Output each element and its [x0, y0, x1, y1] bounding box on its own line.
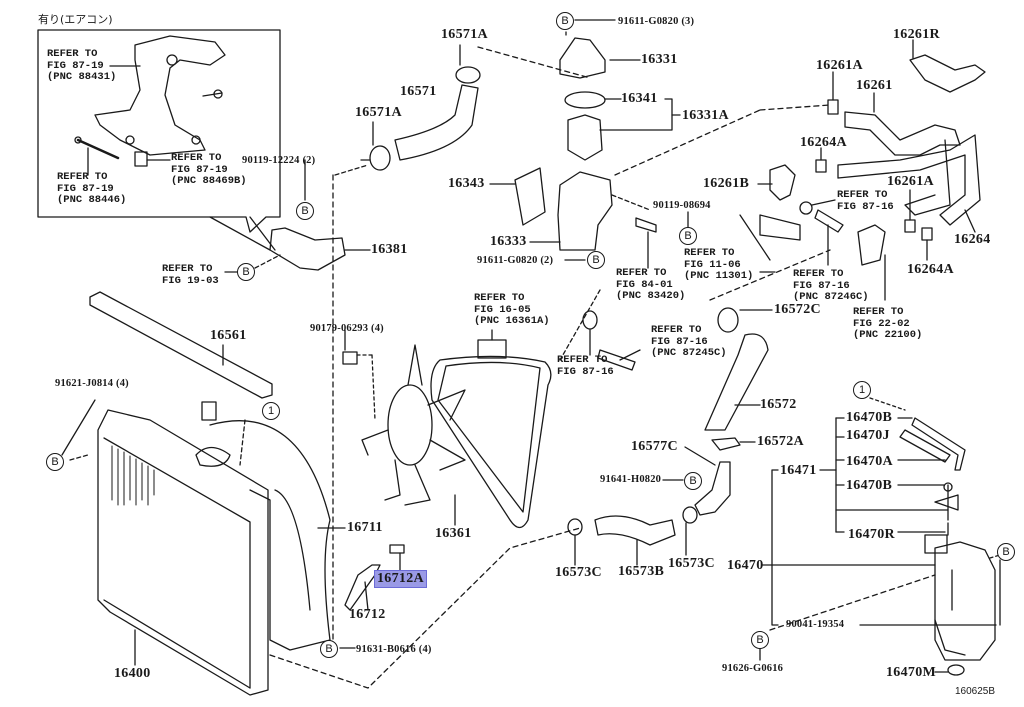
part-label-16381[interactable]: 16381 — [371, 242, 408, 257]
ref-label-fig-19-03[interactable]: REFER TO FIG 19-03 — [162, 263, 219, 287]
valve-drawing — [857, 224, 886, 266]
ref-label-fig-87-16-pnc-87245c[interactable]: REFER TO FIG 87-16 (PNC 87245C) — [651, 324, 727, 359]
ref-label-fig-22-02[interactable]: REFER TO FIG 22-02 (PNC 22100) — [853, 306, 923, 341]
fan-16361-drawing — [361, 344, 466, 506]
part-label-16712A-highlighted[interactable]: 16712A — [374, 570, 427, 588]
part-label-90119-12224[interactable]: 90119-12224 (2) — [242, 155, 316, 166]
part-label-16573B[interactable]: 16573B — [618, 564, 665, 579]
part-label-16331A[interactable]: 16331A — [682, 108, 729, 123]
part-label-16470M[interactable]: 16470M — [886, 665, 937, 680]
ref-label-fig-87-16-a[interactable]: REFER TO FIG 87-16 — [837, 189, 894, 213]
part-label-91631-b0616[interactable]: 91631-B0616 (4) — [356, 644, 432, 655]
part-label-16561[interactable]: 16561 — [210, 328, 247, 343]
inset-title: 有り(エアコン) — [38, 13, 113, 26]
lower-hose-16573B-drawing — [594, 515, 676, 546]
pipe-16577C-drawing — [694, 461, 731, 516]
part-label-16573C-left[interactable]: 16573C — [555, 565, 602, 580]
part-label-90041-19354[interactable]: 90041-19354 — [786, 619, 845, 630]
part-label-90179-06293[interactable]: 90179-06293 (4) — [310, 323, 384, 334]
part-label-16400[interactable]: 16400 — [114, 666, 151, 681]
part-label-16264[interactable]: 16264 — [954, 232, 991, 247]
fan-shroud-16711-drawing — [209, 420, 346, 651]
part-label-16331[interactable]: 16331 — [641, 52, 678, 67]
part-label-90119-08694[interactable]: 90119-08694 — [653, 200, 711, 211]
part-label-16470R[interactable]: 16470R — [848, 527, 895, 542]
reservoir-16470-drawing — [924, 534, 996, 676]
bracket-16381-drawing — [269, 227, 346, 271]
part-label-16470B-mid[interactable]: 16470B — [846, 478, 893, 493]
lower-hose-16572-drawing — [704, 333, 769, 431]
ref-label-pnc-88469b[interactable]: REFER TO FIG 87-19 (PNC 88469B) — [171, 152, 247, 187]
bolt-marker-b: B — [679, 227, 697, 245]
part-label-16712[interactable]: 16712 — [349, 607, 386, 622]
part-label-16572C[interactable]: 16572C — [774, 302, 821, 317]
ref-label-pnc-88431[interactable]: REFER TO FIG 87-19 (PNC 88431) — [47, 48, 117, 83]
water-outlet-16331-drawing — [559, 37, 606, 79]
drive-belt-drawing — [430, 355, 552, 529]
connection-marker-1: 1 — [262, 402, 280, 420]
part-label-91626-g0616[interactable]: 91626-G0616 — [722, 663, 784, 674]
part-label-16573C-right[interactable]: 16573C — [668, 556, 715, 571]
part-label-16264A-top[interactable]: 16264A — [800, 135, 847, 150]
bolt-marker-b: B — [997, 543, 1015, 561]
part-label-16264A-bottom[interactable]: 16264A — [907, 262, 954, 277]
ref-label-fig-84-01[interactable]: REFER TO FIG 84-01 (PNC 83420) — [616, 267, 686, 302]
part-label-16571[interactable]: 16571 — [400, 84, 437, 99]
water-inlet-16333-drawing — [557, 171, 613, 251]
part-label-16261B[interactable]: 16261B — [703, 176, 750, 191]
bolt-marker-b: B — [296, 202, 314, 220]
part-label-16470B-top[interactable]: 16470B — [846, 410, 893, 425]
part-label-16333[interactable]: 16333 — [490, 234, 527, 249]
part-label-16470A[interactable]: 16470A — [846, 454, 893, 469]
part-label-16470[interactable]: 16470 — [727, 558, 764, 573]
part-label-16577C[interactable]: 16577C — [631, 439, 678, 454]
part-label-16261R[interactable]: 16261R — [893, 27, 940, 42]
part-label-91621-j0814[interactable]: 91621-J0814 (4) — [55, 378, 129, 389]
bracket-16261R-drawing — [909, 54, 986, 93]
part-label-16343[interactable]: 16343 — [448, 176, 485, 191]
bolt-marker-b: B — [587, 251, 605, 269]
part-label-16261A-mid[interactable]: 16261A — [887, 174, 934, 189]
part-label-16572A[interactable]: 16572A — [757, 434, 804, 449]
bolt-marker-b: B — [46, 453, 64, 471]
diagram-code: 160625B — [955, 686, 996, 697]
ref-label-fig-87-16-pnc-87246c[interactable]: REFER TO FIG 87-16 (PNC 87246C) — [793, 268, 869, 303]
part-label-16261[interactable]: 16261 — [856, 78, 893, 93]
ref-label-pnc-88446[interactable]: REFER TO FIG 87-19 (PNC 88446) — [57, 171, 127, 206]
thermostat-drawing — [567, 114, 603, 161]
part-label-91611-g0820-2[interactable]: 91611-G0820 (2) — [477, 255, 554, 266]
part-label-16572[interactable]: 16572 — [760, 397, 797, 412]
bolt-marker-b: B — [556, 12, 574, 30]
part-label-91641-h0820[interactable]: 91641-H0820 — [600, 474, 662, 485]
radiator-16400-drawing — [97, 401, 269, 696]
heater-hose-16264-drawing — [837, 134, 981, 226]
part-label-16341[interactable]: 16341 — [621, 91, 658, 106]
upper-hose-16571-drawing — [394, 84, 479, 161]
connection-marker-1: 1 — [853, 381, 871, 399]
part-label-16471[interactable]: 16471 — [780, 463, 817, 478]
gasket-16343-drawing — [514, 167, 546, 226]
gasket-16341-drawing — [564, 91, 606, 109]
part-label-16261A-top[interactable]: 16261A — [816, 58, 863, 73]
bolt-marker-b: B — [684, 472, 702, 490]
bolt-marker-b: B — [751, 631, 769, 649]
part-label-16571A-left[interactable]: 16571A — [355, 105, 402, 120]
ref-label-fig-16-05[interactable]: REFER TO FIG 16-05 (PNC 16361A) — [474, 292, 550, 327]
part-label-16470J[interactable]: 16470J — [846, 428, 890, 443]
part-label-91611-g0820-3[interactable]: 91611-G0820 (3) — [618, 16, 695, 27]
part-label-16571A-top[interactable]: 16571A — [441, 27, 488, 42]
bolt-marker-b: B — [237, 263, 255, 281]
seal-16561-drawing — [89, 291, 273, 399]
heater-hose-16261-drawing — [844, 111, 961, 156]
ref-label-fig-87-16-d[interactable]: REFER TO FIG 87-16 — [557, 354, 614, 378]
part-label-16711[interactable]: 16711 — [347, 520, 383, 535]
ref-label-fig-11-06[interactable]: REFER TO FIG 11-06 (PNC 11301) — [684, 247, 754, 282]
bolt-marker-b: B — [320, 640, 338, 658]
ac-bracket-drawing — [74, 35, 226, 167]
part-label-16361[interactable]: 16361 — [435, 526, 472, 541]
